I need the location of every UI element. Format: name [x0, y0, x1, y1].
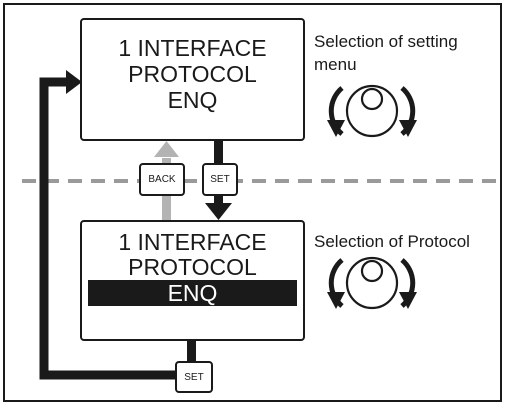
- top-display-line-2: PROTOCOL: [128, 61, 257, 87]
- diagram-frame: [3, 3, 502, 402]
- rotary-knob-icon[interactable]: [322, 80, 422, 142]
- rotary-knob-icon[interactable]: [322, 252, 422, 314]
- bottom-caption: Selection of Protocol: [314, 232, 470, 251]
- top-display-line-1: 1 INTERFACE: [118, 35, 267, 61]
- set-arrow-head: [205, 203, 232, 220]
- top-caption-line-1: Selection of setting: [314, 32, 458, 51]
- bottom-display-line-1: 1 INTERFACE: [118, 229, 267, 255]
- set-button-bottom[interactable]: SET: [175, 361, 213, 393]
- loop-arrow-head: [66, 70, 82, 94]
- set-button-middle[interactable]: SET: [202, 163, 238, 196]
- back-button[interactable]: BACK: [139, 163, 185, 196]
- top-display-line-3: ENQ: [167, 87, 218, 113]
- loop-path: [39, 77, 176, 380]
- loop-connector-down: [187, 340, 196, 362]
- top-caption-line-2: menu: [314, 55, 357, 74]
- back-arrow-head: [154, 141, 179, 157]
- bottom-display-line-2: PROTOCOL: [128, 254, 257, 280]
- bottom-display-highlighted-line: ENQ: [88, 280, 297, 306]
- bottom-lcd-display: 1 INTERFACE PROTOCOL ENQ: [80, 220, 305, 341]
- top-lcd-display: 1 INTERFACE PROTOCOL ENQ: [80, 18, 305, 141]
- top-caption: Selection of setting menu: [314, 30, 458, 76]
